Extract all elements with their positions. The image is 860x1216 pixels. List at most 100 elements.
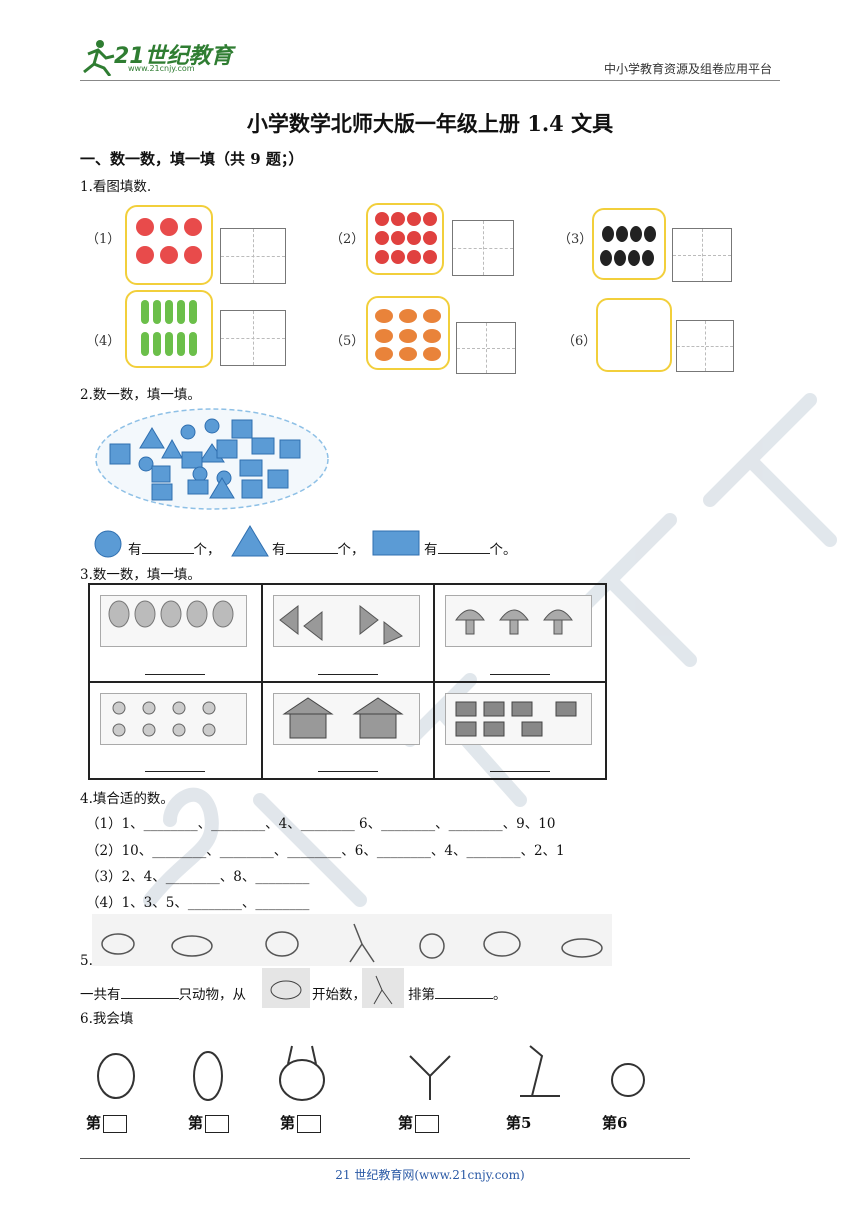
answer-box[interactable]: [452, 220, 514, 276]
q4-line: （3）2、4、________、8、________: [86, 869, 310, 885]
sun-picture: [100, 693, 247, 745]
q6-order-label: 第: [86, 1112, 128, 1133]
answer-blank[interactable]: [285, 539, 338, 554]
section-heading: 一、数一数，填一填（共 9 题；）: [80, 150, 304, 168]
fish-picture: [273, 595, 420, 647]
answer-blank[interactable]: [490, 674, 550, 675]
cucumber-icon: [141, 300, 197, 356]
q1-item-label: （2）: [330, 232, 365, 247]
runner-logo-icon: [83, 40, 115, 76]
answer-box[interactable]: [415, 1115, 440, 1133]
q5-fill-line: 一共有 只动物，从: [80, 983, 246, 1003]
answer-blank[interactable]: [318, 771, 378, 772]
q5-text: 只动物，从: [178, 987, 247, 1003]
balloon-icon: [108, 600, 234, 628]
q6-order-label: 第6: [602, 1114, 628, 1132]
house-picture: [273, 693, 420, 745]
site-logo: 21世纪教育 www.21cnjy.com: [80, 38, 250, 78]
eggplant-icon: [600, 226, 656, 266]
mushroom-icon: [455, 609, 573, 635]
animals-order-picture: [97, 1045, 645, 1101]
answer-box[interactable]: [676, 320, 734, 372]
answer-blank[interactable]: [318, 674, 378, 675]
answer-blank[interactable]: [120, 984, 179, 999]
q2-text-have: 有: [272, 542, 286, 558]
answer-box[interactable]: [672, 228, 732, 282]
order-text: 第: [280, 1114, 296, 1132]
answer-box[interactable]: [220, 310, 286, 366]
q1-item-label: （3）: [558, 232, 593, 247]
animals-row-picture: [92, 914, 612, 966]
order-text: 第: [188, 1114, 204, 1132]
q2-text-unit: 个，: [193, 542, 221, 558]
cube-picture: [445, 693, 592, 745]
q6-text: 6.我会填: [80, 1011, 134, 1027]
order-text: 第: [86, 1114, 102, 1132]
q5-text: 一共有: [80, 987, 121, 1003]
apple-picture: [366, 203, 444, 275]
q1-item-label: （4）: [86, 334, 121, 349]
q2-text-unit: 个。: [489, 542, 517, 558]
q1-item-label: （1）: [86, 232, 121, 247]
header-divider: [80, 80, 780, 81]
q1-text: 1.看图填数.: [80, 179, 152, 195]
logo-url: www.21cnjy.com: [128, 64, 195, 73]
pumpkin-icon: [375, 309, 441, 361]
answer-blank[interactable]: [145, 771, 205, 772]
answer-box[interactable]: [456, 322, 516, 374]
q2-text-have: 有: [424, 542, 438, 558]
q4-line: （4）1、3、5、________、________: [86, 895, 310, 911]
answer-box[interactable]: [220, 228, 286, 284]
pumpkin-picture: [366, 296, 450, 370]
q5-text: 排第: [408, 987, 435, 1003]
strawberry-icon: [136, 218, 202, 264]
strawberry-picture: [125, 205, 213, 285]
footer-text: 21 世纪教育网(www.21cnjy.com): [335, 1168, 525, 1182]
q2-fill-line: 有个，: [128, 538, 221, 558]
table-cell: [434, 682, 606, 779]
answer-blank[interactable]: [435, 984, 493, 999]
square-shape-icon: [372, 530, 420, 556]
q2-fill-line: 有 个。: [424, 538, 517, 558]
house-icon: [282, 697, 404, 739]
q6-order-label: 第5: [506, 1114, 532, 1132]
q5-text: 。: [493, 987, 507, 1003]
answer-blank[interactable]: [490, 771, 550, 772]
answer-box[interactable]: [103, 1115, 128, 1133]
q2-text: 2.数一数，填一填。: [80, 387, 201, 403]
eggplant-picture: [592, 208, 666, 280]
balloon-picture: [100, 595, 247, 647]
table-cell: [262, 584, 434, 682]
q2-text-unit: 个，: [337, 542, 365, 558]
count-table: [88, 583, 607, 780]
cow-icon: [262, 968, 310, 1008]
q6-order-label: 第: [188, 1112, 230, 1133]
q4-line: （2）10、________、________、________、6、_____…: [86, 843, 565, 859]
order-text: 第: [398, 1114, 414, 1132]
q5-text: 开始数，: [312, 987, 366, 1003]
circle-shape-icon: [94, 530, 122, 558]
answer-blank[interactable]: [145, 674, 205, 675]
mushroom-picture: [445, 595, 592, 647]
circle-shape-row: [92, 528, 126, 562]
answer-box[interactable]: [205, 1115, 230, 1133]
answer-blank[interactable]: [437, 539, 490, 554]
q1-item-label: （5）: [330, 334, 365, 349]
q5-fill-line: 排第 。: [408, 983, 507, 1003]
table-cell: [262, 682, 434, 779]
answer-box[interactable]: [297, 1115, 322, 1133]
q4-line: （1）1、________、________、4、________ 6、____…: [86, 816, 556, 832]
q5-number: 5.: [80, 953, 93, 969]
q3-text: 3.数一数，填一填。: [80, 567, 201, 583]
page-title: 小学数学北师大版一年级上册 1.4 文具: [246, 111, 614, 136]
table-cell: [89, 682, 262, 779]
triangle-shape-icon: [231, 525, 269, 557]
q6-order-label: 第: [398, 1112, 440, 1133]
cucumber-picture: [125, 290, 213, 368]
deer-icon: [362, 968, 404, 1008]
sun-icon: [112, 701, 216, 737]
answer-blank[interactable]: [141, 539, 194, 554]
logo-text: 21世纪教育: [114, 44, 233, 69]
table-cell: [89, 584, 262, 682]
header-platform-text: 中小学教育资源及组卷应用平台: [603, 62, 772, 76]
